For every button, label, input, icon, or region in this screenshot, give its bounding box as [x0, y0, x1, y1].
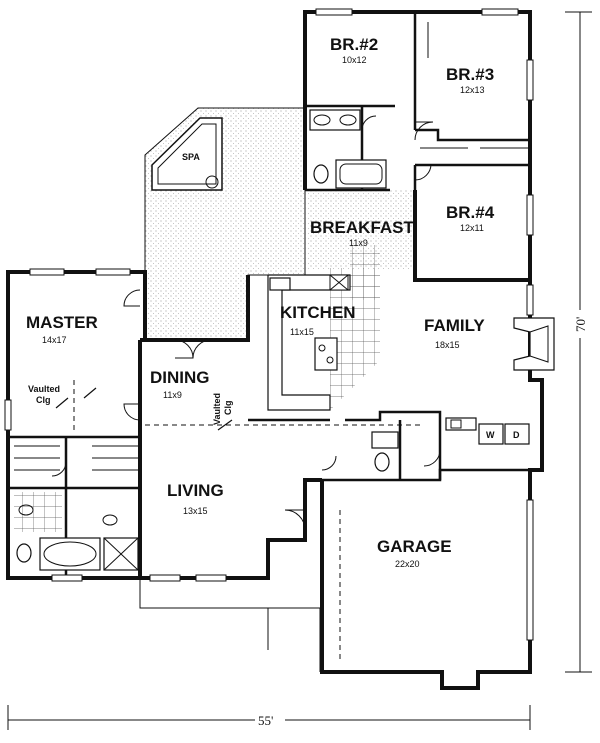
- room-size-br3: 12x13: [460, 85, 485, 95]
- washer: [478, 423, 504, 445]
- room-size-garage: 22x20: [395, 559, 420, 569]
- tub-hall-inner: [339, 163, 383, 185]
- room-size-living: 13x15: [183, 506, 208, 516]
- sink-hall-b: [339, 114, 357, 126]
- wall-laundry: [345, 410, 442, 480]
- toilet-master: [16, 543, 32, 563]
- room-size-br4: 12x11: [460, 223, 484, 233]
- room-name-family: FAMILY: [424, 316, 485, 335]
- room-name-dining: DINING: [150, 368, 210, 387]
- room-size-dining: 11x9: [163, 390, 182, 400]
- depth-dim-bg: [573, 310, 587, 338]
- room-size-br2: 10x12: [342, 55, 367, 65]
- room-name-garage: GARAGE: [377, 537, 452, 556]
- dimension-width: 55': [258, 713, 273, 728]
- island-sink-a: [318, 344, 326, 352]
- sink-master-b: [102, 514, 118, 526]
- fridge-mark-2: [329, 274, 349, 291]
- wall-garage-north: [322, 468, 530, 482]
- master-vaulted-note: Vaulted: [28, 384, 60, 394]
- kitchen-tile: [275, 268, 380, 410]
- spa-inner: [157, 123, 217, 185]
- vanity-hall: [309, 109, 361, 131]
- room-size-master: 14x17: [42, 335, 67, 345]
- spa-tub: [151, 117, 223, 191]
- room-size-kitchen: 11x15: [290, 327, 314, 337]
- shower-mark-2: [103, 537, 139, 571]
- dining-clg-note: Clg: [223, 401, 233, 416]
- stove: [269, 277, 291, 291]
- master-bath-tile: [14, 492, 62, 532]
- powder-vanity: [371, 431, 399, 449]
- sink-hall-a: [313, 114, 331, 126]
- room-name-kitchen: KITCHEN: [280, 303, 356, 322]
- vaulted-arrows: [55, 387, 233, 431]
- width-dim-bg: [255, 713, 285, 727]
- room-name-spa: SPA: [182, 152, 200, 162]
- wall-family-east: [320, 280, 544, 690]
- front-porch: [139, 578, 321, 672]
- washer-label: W: [486, 430, 495, 440]
- room-size-family: 18x15: [435, 340, 460, 350]
- spa-step: [205, 175, 219, 189]
- master-tub: [39, 537, 101, 571]
- breakfast-tile: [350, 245, 380, 300]
- master-clg-note: Clg: [36, 395, 51, 405]
- room-size-breakfast: 11x9: [349, 238, 368, 248]
- closet-rods: [14, 22, 528, 471]
- dining-vaulted-note: Vaulted: [212, 393, 222, 425]
- sink-master-a: [18, 504, 34, 516]
- room-name-living: LIVING: [167, 481, 224, 500]
- room-name-breakfast: BREAKFAST: [310, 218, 415, 237]
- fireplace: [513, 317, 555, 371]
- windows: [4, 8, 534, 641]
- room-name-master: MASTER: [26, 313, 98, 332]
- dashed-lines: [73, 380, 420, 660]
- room-name-br2: BR.#2: [330, 35, 378, 54]
- wall-br3-south: [415, 128, 530, 142]
- dryer: [504, 423, 530, 445]
- room-name-br4: BR.#4: [446, 203, 495, 222]
- fireplace-hearth: [529, 325, 549, 363]
- door-swings: [51, 115, 441, 531]
- master-tub-inner: [43, 541, 97, 567]
- dimension-depth: 70': [573, 317, 588, 332]
- toilet-powder: [374, 452, 390, 472]
- toilet-hall: [313, 164, 329, 184]
- dryer-label: D: [513, 430, 520, 440]
- wall-bedroom-wing: [303, 10, 532, 282]
- room-name-br3: BR.#3: [446, 65, 494, 84]
- kitchen-island: [314, 337, 338, 371]
- utility-sink: [450, 419, 462, 429]
- island-sink-b: [326, 356, 334, 364]
